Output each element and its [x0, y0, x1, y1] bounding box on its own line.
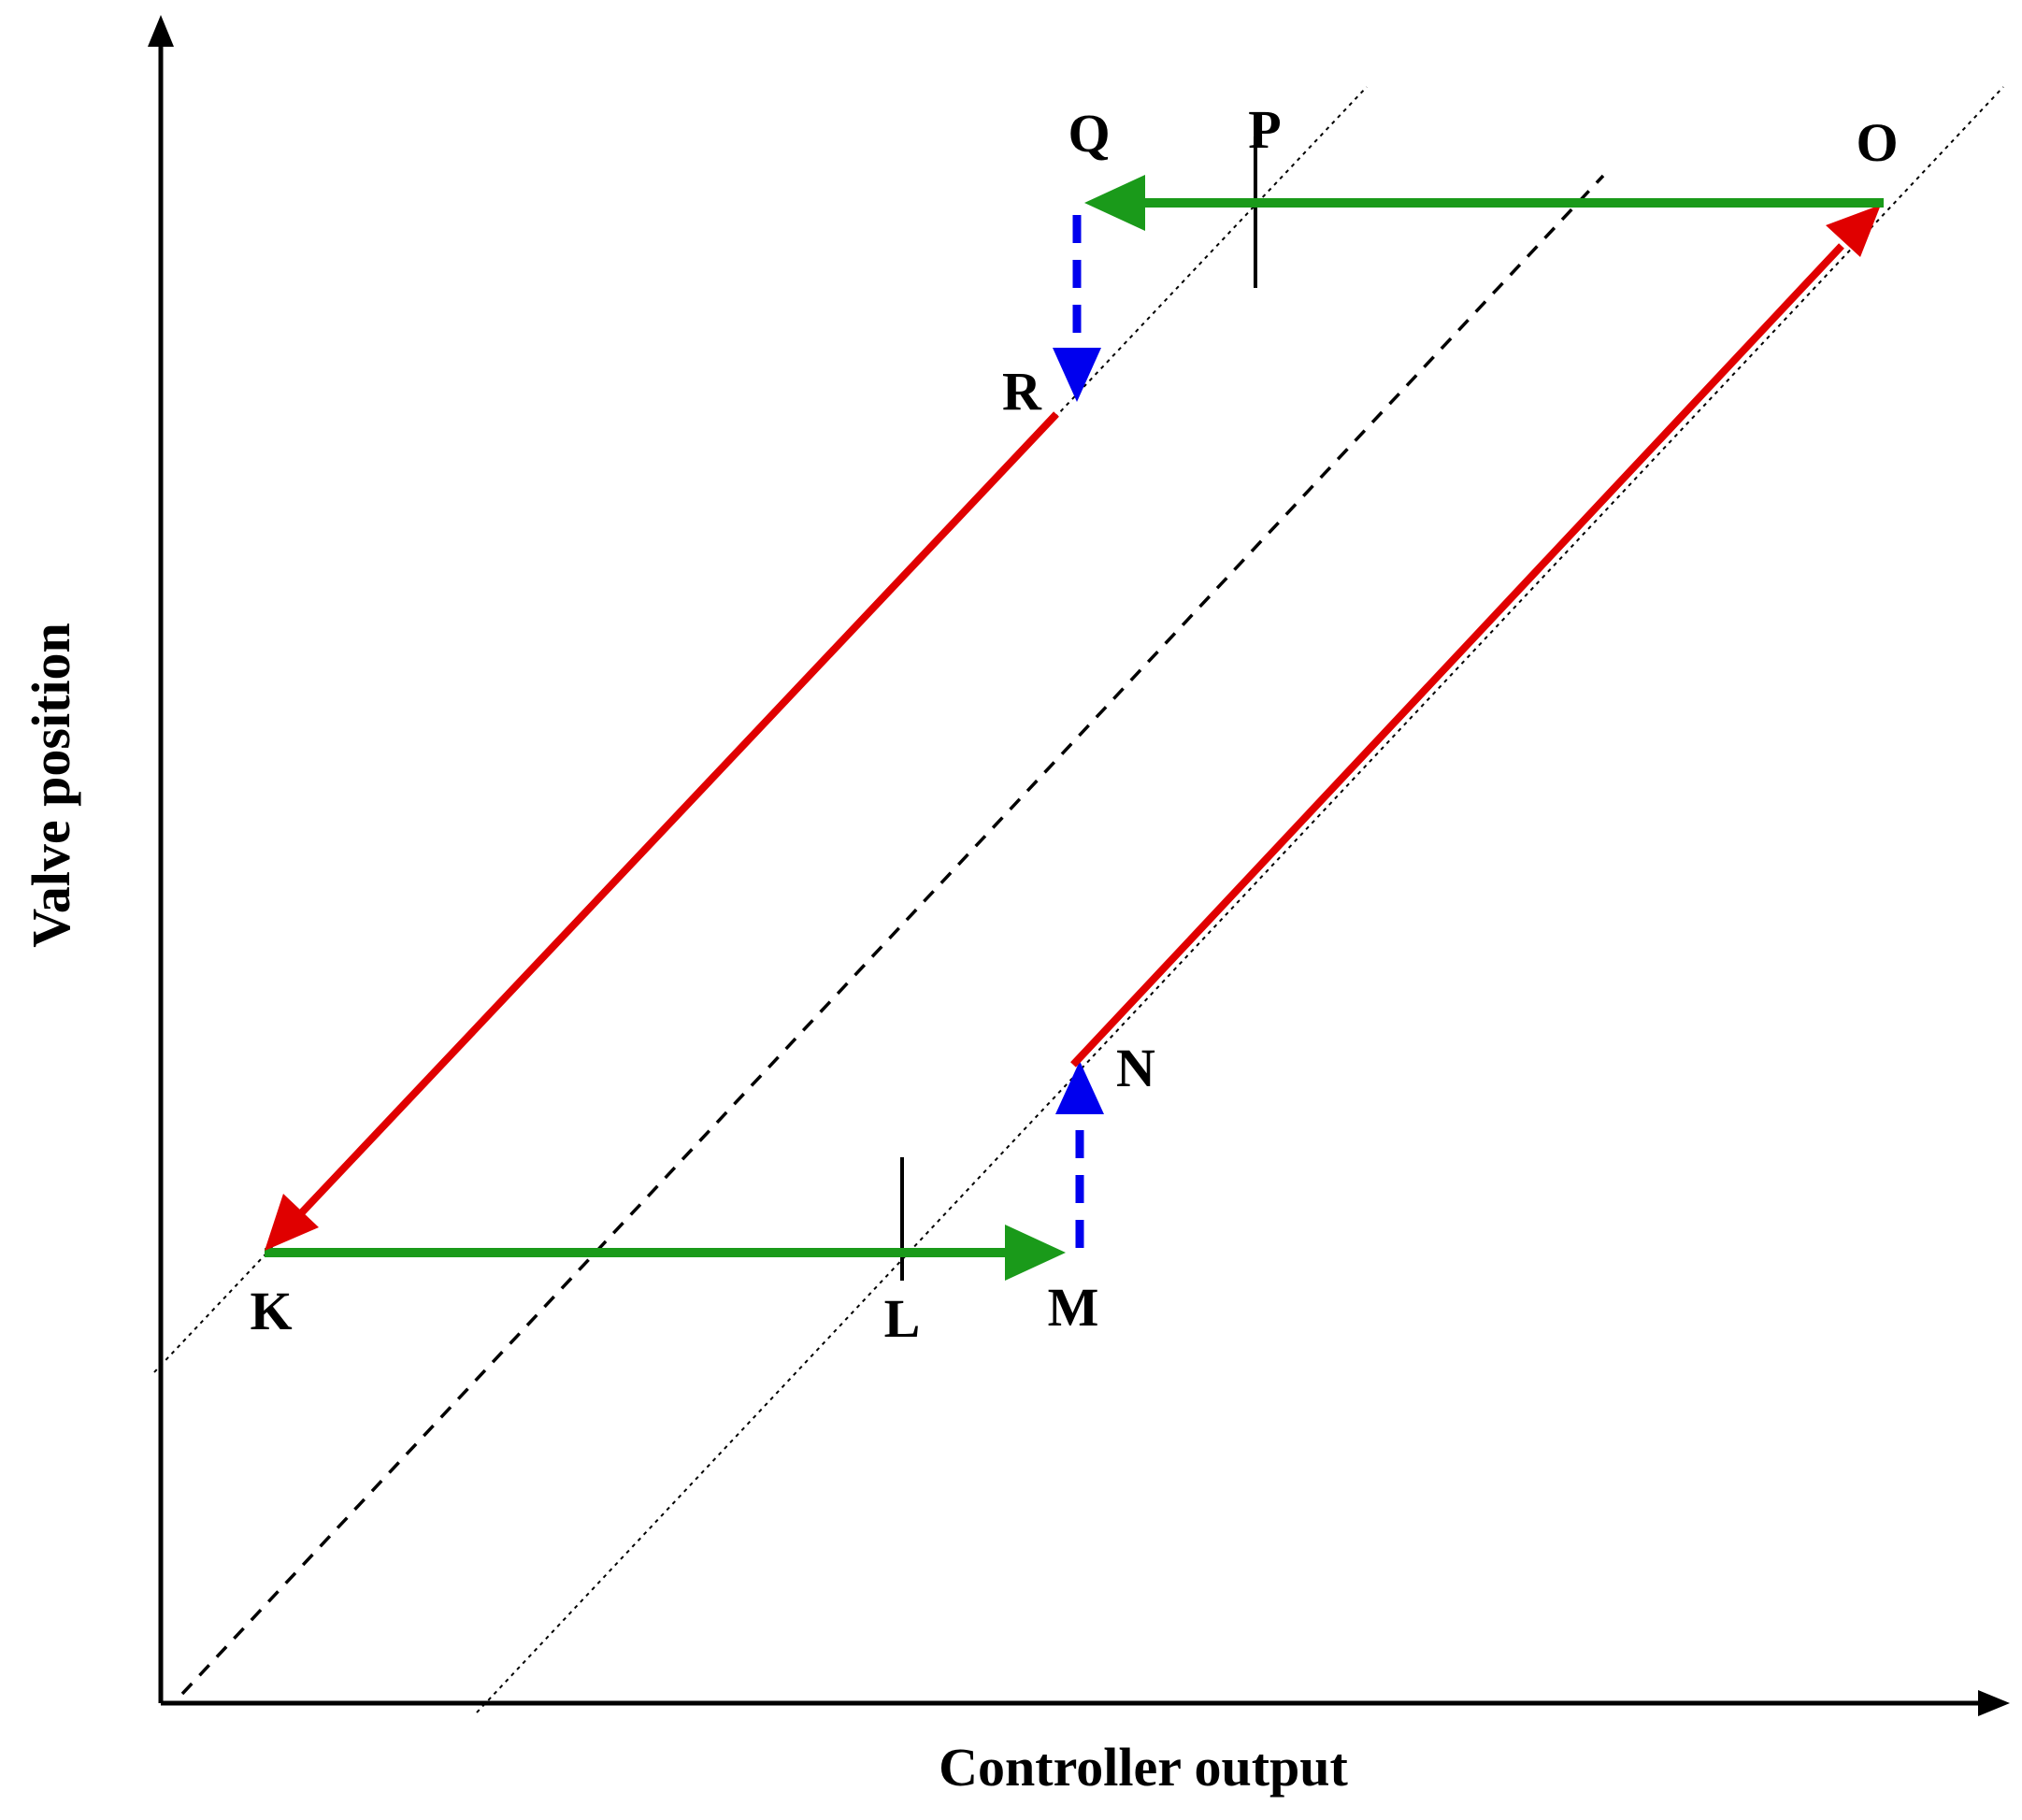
blue-arrowhead-r	[1053, 348, 1101, 402]
label-r: R	[1002, 361, 1042, 422]
path-r-to-k	[265, 411, 1059, 1251]
y-axis-arrowhead	[148, 15, 174, 47]
label-o: O	[1856, 112, 1898, 173]
green-arrowhead-m	[1005, 1225, 1066, 1281]
green-arrowhead-q	[1084, 175, 1145, 231]
path-n-to-o	[1070, 205, 1881, 1068]
jump-q-to-r	[1053, 215, 1101, 402]
label-l: L	[884, 1288, 921, 1349]
center-dashed-reference-line	[180, 174, 1605, 1696]
label-k: K	[250, 1281, 292, 1341]
label-m: M	[1048, 1277, 1099, 1338]
red-arrowhead-o	[1826, 205, 1881, 257]
label-p: P	[1248, 99, 1281, 160]
jump-m-to-n	[1055, 1061, 1104, 1248]
label-q: Q	[1068, 103, 1110, 164]
point-labels: K L M N O P Q R	[250, 99, 1898, 1349]
red-line-r-k	[299, 411, 1059, 1215]
blue-arrowhead-n	[1055, 1061, 1104, 1114]
red-line-n-o	[1070, 243, 1844, 1068]
red-arrowhead-k	[265, 1194, 319, 1251]
axes	[148, 15, 2010, 1716]
path-o-to-q	[1084, 175, 1884, 231]
label-n: N	[1116, 1038, 1155, 1098]
right-dotted-reference-line	[476, 86, 2004, 1713]
x-axis-arrowhead	[1978, 1690, 2010, 1716]
y-axis-title: Valve position	[21, 623, 81, 948]
x-axis-title: Controller output	[939, 1737, 1348, 1798]
path-k-to-m	[265, 1225, 1066, 1281]
